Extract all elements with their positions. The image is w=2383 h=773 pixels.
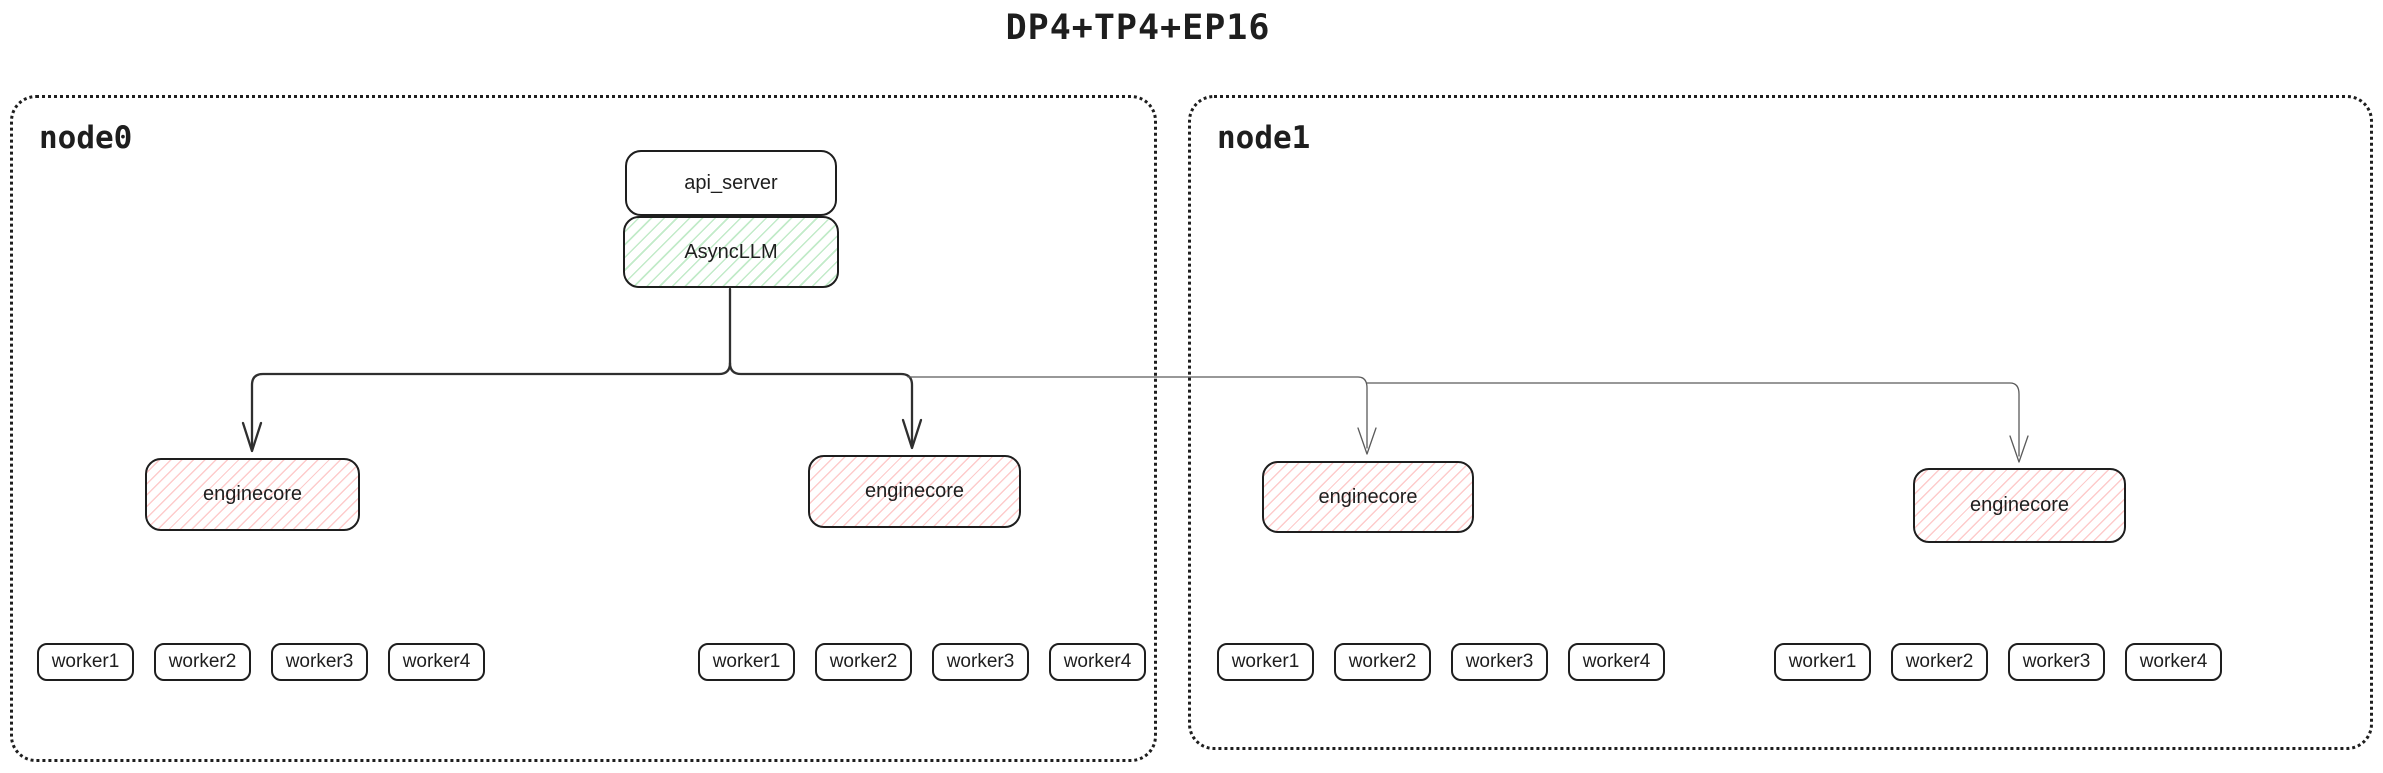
- diagram-title: DP4+TP4+EP16: [1005, 8, 1271, 48]
- enginecore3-label: enginecore: [1318, 485, 1418, 508]
- worker-chip: worker2: [154, 643, 251, 681]
- worker-chip: worker1: [37, 643, 134, 681]
- worker-chip: worker4: [1049, 643, 1146, 681]
- asyncllm-label: AsyncLLM: [684, 240, 778, 263]
- asyncllm-box: AsyncLLM: [623, 216, 839, 288]
- worker-chip: worker2: [1891, 643, 1988, 681]
- node1-label: node1: [1217, 120, 1311, 156]
- enginecore1-label: enginecore: [203, 483, 302, 505]
- enginecore2-label: enginecore: [865, 480, 964, 502]
- worker-chip: worker4: [388, 643, 485, 681]
- worker-group-1: worker1 worker2 worker3 worker4: [37, 643, 485, 681]
- worker-chip: worker1: [1217, 643, 1314, 681]
- worker-chip: worker3: [271, 643, 368, 681]
- worker-group-3: worker1 worker2 worker3 worker4: [1217, 643, 1665, 681]
- worker-group-4: worker1 worker2 worker3 worker4: [1774, 643, 2222, 681]
- worker-chip: worker4: [2125, 643, 2222, 681]
- worker-chip: worker2: [815, 643, 912, 681]
- worker-chip: worker3: [1451, 643, 1548, 681]
- enginecore4-label: enginecore: [1970, 494, 2069, 516]
- enginecore1-box: enginecore: [145, 458, 360, 531]
- worker-chip: worker1: [698, 643, 795, 681]
- worker-chip: worker3: [2008, 643, 2105, 681]
- worker-chip: worker1: [1774, 643, 1871, 681]
- enginecore4-box: enginecore: [1913, 468, 2126, 543]
- node0-label: node0: [39, 120, 133, 156]
- api-server-label: api_server: [684, 171, 778, 194]
- worker-chip: worker2: [1334, 643, 1431, 681]
- enginecore2-box: enginecore: [808, 455, 1021, 528]
- worker-chip: worker4: [1568, 643, 1665, 681]
- api-server-box: api_server: [625, 150, 837, 216]
- worker-group-2: worker1 worker2 worker3 worker4: [698, 643, 1146, 681]
- worker-chip: worker3: [932, 643, 1029, 681]
- enginecore3-box: enginecore: [1262, 461, 1474, 533]
